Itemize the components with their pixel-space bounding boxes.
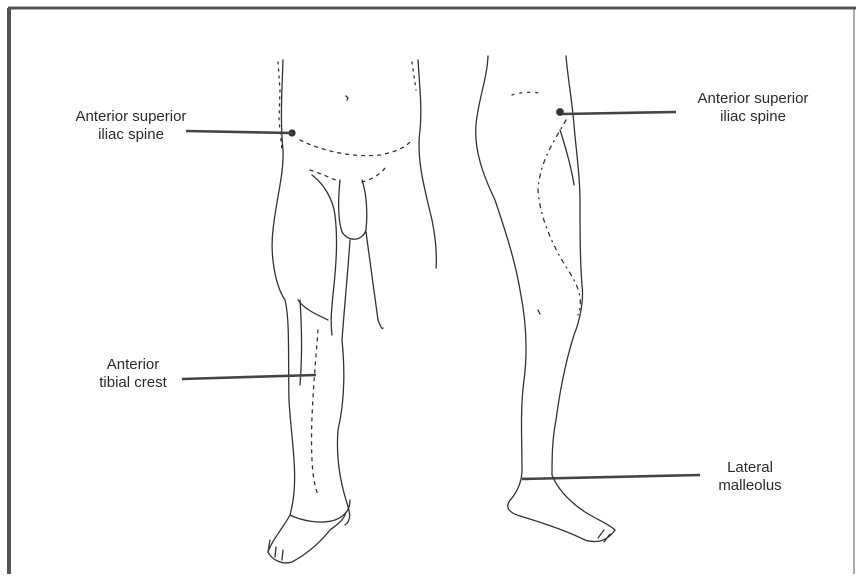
label-asis-right-line1: Anterior superior bbox=[672, 90, 834, 108]
label-tibial-crest-line2: tibial crest bbox=[78, 374, 188, 392]
front-view-figure bbox=[268, 60, 436, 563]
label-asis-left-line1: Anterior superior bbox=[50, 108, 212, 126]
leader-asis-right bbox=[562, 112, 676, 114]
label-lateral-malleolus-line1: Lateral bbox=[700, 459, 800, 477]
label-asis-left: Anterior superior iliac spine bbox=[50, 108, 212, 144]
label-lateral-malleolus: Lateral malleolus bbox=[700, 459, 800, 495]
label-asis-left-line2: iliac spine bbox=[50, 126, 212, 144]
label-asis-right-line2: iliac spine bbox=[672, 108, 834, 126]
label-tibial-crest: Anterior tibial crest bbox=[78, 356, 188, 392]
label-tibial-crest-line1: Anterior bbox=[78, 356, 188, 374]
leader-lines bbox=[182, 112, 700, 479]
leader-tibial-crest bbox=[182, 375, 316, 379]
label-lateral-malleolus-line2: malleolus bbox=[700, 477, 800, 495]
label-asis-right: Anterior superior iliac spine bbox=[672, 90, 834, 126]
side-view-figure bbox=[476, 56, 615, 542]
leader-lateral-malleolus bbox=[522, 475, 700, 479]
